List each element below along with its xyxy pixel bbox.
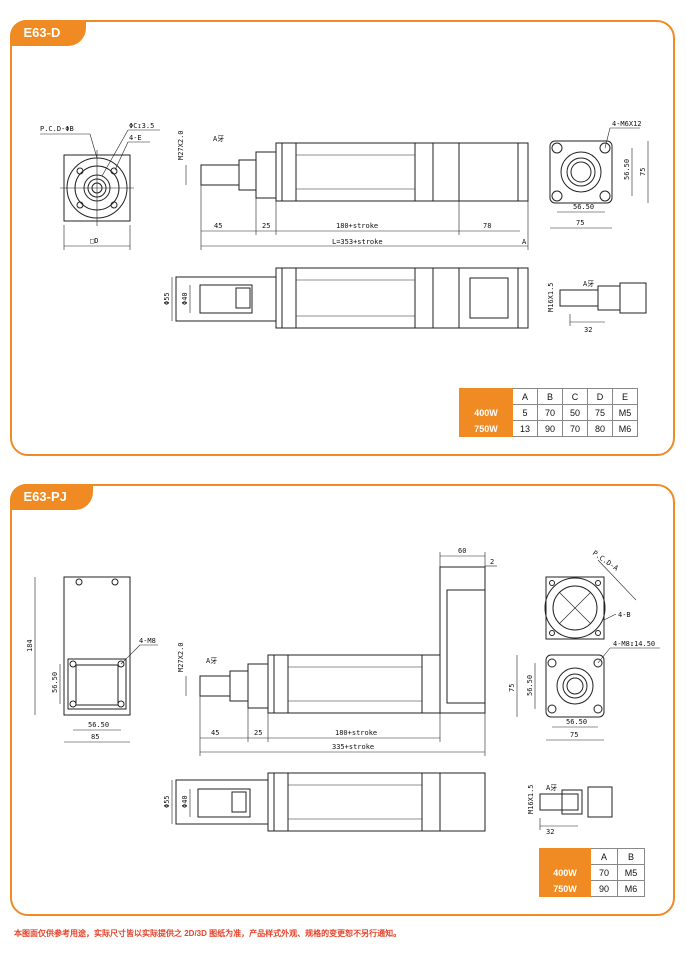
table-cell: 90 <box>590 880 618 897</box>
e63-pj-panel: E63-PJ <box>9 483 675 916</box>
e63-pj-top-view <box>171 772 486 832</box>
table-cell: 50 <box>562 404 588 421</box>
label-m6: 4-M6X12 <box>612 120 642 128</box>
label-rod-a: A牙 <box>583 280 594 288</box>
table-header-row: A B <box>539 848 645 865</box>
table-header: B <box>537 388 563 405</box>
table-row: 750W 90 M6 <box>539 880 645 897</box>
label-45: 45 <box>214 222 222 230</box>
label-78: 78 <box>483 222 491 230</box>
table-cell: 90 <box>537 420 563 437</box>
table-cell: M5 <box>617 864 645 881</box>
e63-d-spec-table: A B C D E 400W 5 70 50 75 M5 750W 13 90 … <box>459 388 638 437</box>
e63-pj-side-view <box>185 552 497 756</box>
e63-d-side-view <box>185 142 529 250</box>
table-header-row: A B C D E <box>459 388 638 405</box>
label-phi40: Φ40 <box>181 292 189 305</box>
label-pj-2: 2 <box>490 558 494 566</box>
label-pj-rod-a: A牙 <box>546 784 557 792</box>
table-row: 750W 13 90 70 80 M6 <box>459 420 638 437</box>
label-pj-phi55: Φ55 <box>163 795 171 808</box>
table-cell: 70 <box>590 864 618 881</box>
table-cell: 70 <box>537 404 563 421</box>
label-pj-total: 335+stroke <box>332 743 374 751</box>
label-25: 25 <box>262 222 270 230</box>
label-pj-end-75: 75 <box>570 731 578 739</box>
footer-disclaimer: 本图面仅供参考用途，实际尺寸皆以实际提供之 2D/3D 图纸为准，产品样式外观、… <box>14 929 402 938</box>
label-pj-4b: 4-B <box>618 611 631 619</box>
e63-d-end-view <box>549 127 649 229</box>
label-end-v5650: 56.50 <box>623 159 631 180</box>
label-pj-60: 60 <box>458 547 466 555</box>
label-pj-v5650: 56.50 <box>51 672 59 693</box>
label-pj-184: 184 <box>26 639 34 652</box>
label-pj-25: 25 <box>254 729 262 737</box>
e63-d-top-view <box>171 267 529 329</box>
table-header: C <box>562 388 588 405</box>
label-pj-m8-depth: 4-M8↧14.50 <box>613 640 655 648</box>
label-pj-v75: 75 <box>508 684 516 692</box>
table-cell: M5 <box>612 404 638 421</box>
table-header: A <box>512 388 538 405</box>
table-cell: M6 <box>612 420 638 437</box>
label-a-mark: A <box>522 238 527 246</box>
label-a-thread: A牙 <box>213 135 224 143</box>
e63-pj-spec-table: A B 400W 70 M5 750W 90 M6 <box>539 848 645 897</box>
table-cell: 13 <box>512 420 538 437</box>
label-pj-phi40: Φ40 <box>181 795 189 808</box>
label-pj-m27: M27X2.0 <box>177 642 185 672</box>
label-32: 32 <box>584 326 592 334</box>
table-row: 400W 70 M5 <box>539 864 645 881</box>
e63-pj-rod-end <box>539 786 613 830</box>
table-row-model: 750W <box>539 880 591 897</box>
e63-pj-flange-view <box>34 576 158 743</box>
label-phi55: Φ55 <box>163 292 171 305</box>
label-pj-45: 45 <box>211 729 219 737</box>
label-end-5650: 56.50 <box>573 203 594 211</box>
table-row-model: 400W <box>459 404 513 421</box>
label-c-depth: ΦC↧3.5 <box>129 122 154 130</box>
label-pj-end-v5650: 56.50 <box>526 675 534 696</box>
table-header: D <box>587 388 613 405</box>
label-4e: 4-E <box>129 134 142 142</box>
label-end-75: 75 <box>576 219 584 227</box>
table-cell: 5 <box>512 404 538 421</box>
label-pj-180-stroke: 180+stroke <box>335 729 377 737</box>
label-square-d: □D <box>90 237 98 245</box>
label-pj-32: 32 <box>546 828 554 836</box>
label-pj-a-thread: A牙 <box>206 657 217 665</box>
table-row-model: 400W <box>539 864 591 881</box>
e63-d-rod-end <box>559 282 647 326</box>
label-pj-85: 85 <box>91 733 99 741</box>
label-pcd: P.C.D-ΦB <box>40 125 74 133</box>
e63-d-panel: E63-D <box>9 19 675 456</box>
e63-pj-end-view <box>516 559 660 741</box>
table-row: 400W 5 70 50 75 M5 <box>459 404 638 421</box>
label-end-v75: 75 <box>639 168 647 176</box>
label-pj-end-5650: 56.50 <box>566 718 587 726</box>
table-cell: 70 <box>562 420 588 437</box>
table-header: A <box>590 848 618 865</box>
label-m27: M27X2.0 <box>177 130 185 160</box>
label-180-stroke: 180+stroke <box>336 222 378 230</box>
table-row-model: 750W <box>459 420 513 437</box>
table-header: E <box>612 388 638 405</box>
table-cell: 75 <box>587 404 613 421</box>
table-corner <box>459 388 513 405</box>
label-pj-5650: 56.50 <box>88 721 109 729</box>
label-pj-4m8: 4-M8 <box>139 637 156 645</box>
table-cell: 80 <box>587 420 613 437</box>
e63-d-front-view <box>40 129 160 250</box>
section-title-e63-d: E63-D <box>9 19 87 46</box>
table-cell: M6 <box>617 880 645 897</box>
label-m16: M16X1.5 <box>547 282 555 312</box>
section-title-e63-pj: E63-PJ <box>9 483 93 510</box>
label-total-length: L=353+stroke <box>332 238 383 246</box>
label-pj-m16: M16X1.5 <box>527 784 535 814</box>
table-header: B <box>617 848 645 865</box>
table-corner <box>539 848 591 865</box>
